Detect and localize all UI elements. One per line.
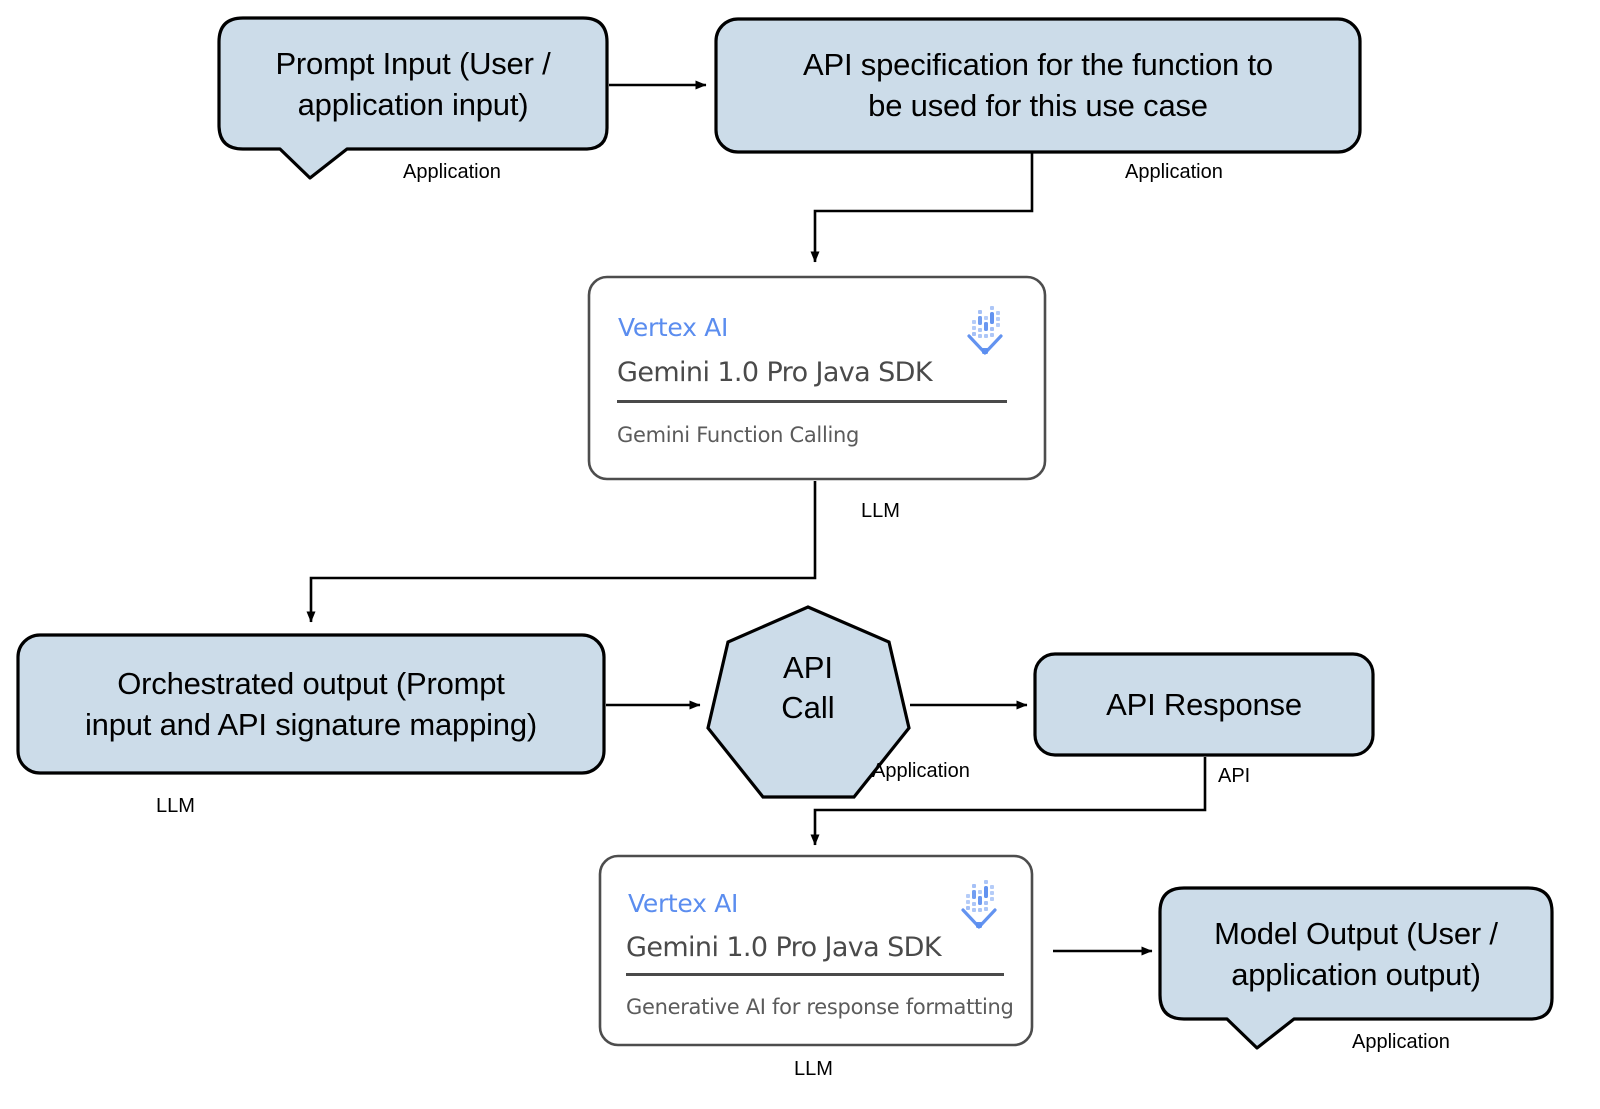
node-api-spec-shape[interactable] — [714, 17, 1362, 154]
edge-apiresponse-to-vertex-bottom — [810, 757, 1207, 846]
node-vertex-card-top-shape[interactable] — [587, 275, 1047, 481]
edge-vertex-top-to-orchestrated — [306, 481, 817, 623]
node-api-response-badge: API — [1218, 765, 1251, 787]
vertex-card-bottom-title: Vertex AI — [628, 889, 739, 918]
node-vertex-card-top-badge: LLM — [861, 500, 900, 522]
vertex-card-bottom-divider — [626, 973, 1004, 976]
node-orchestrated-output-shape[interactable] — [16, 633, 606, 775]
node-prompt-input-badge: Application — [403, 161, 501, 183]
node-prompt-input-shape[interactable] — [217, 16, 609, 180]
node-api-call-shape[interactable] — [706, 605, 911, 799]
vertex-card-top-divider — [617, 400, 1007, 403]
node-api-response-shape[interactable] — [1033, 652, 1375, 757]
node-api-call-badge: Application — [872, 760, 970, 782]
node-model-output-shape[interactable] — [1158, 886, 1554, 1050]
node-model-output-badge: Application — [1352, 1031, 1450, 1053]
node-vertex-card-bottom[interactable]: Vertex AI Gemini 1.0 Pro Java SDK Genera… — [600, 856, 1032, 1045]
edge-apispec-to-vertex-top — [810, 153, 1034, 263]
vertex-card-bottom-subtitle: Gemini 1.0 Pro Java SDK — [626, 932, 942, 963]
node-api-spec-badge: Application — [1125, 161, 1223, 183]
vertex-ai-logo-icon — [967, 306, 1003, 355]
node-vertex-card-bottom-badge: LLM — [794, 1058, 833, 1080]
node-vertex-card-bottom-shape[interactable] — [598, 854, 1034, 1047]
vertex-card-bottom-footer: Generative AI for response formatting — [626, 995, 1014, 1019]
node-orchestrated-output-badge: LLM — [156, 795, 195, 817]
vertex-ai-logo-icon — [961, 880, 997, 929]
node-vertex-card-top[interactable]: Vertex AI Gemini 1.0 Pro Java SDK Gemini… — [589, 277, 1045, 479]
vertex-card-top-subtitle: Gemini 1.0 Pro Java SDK — [617, 357, 933, 388]
vertex-card-top-title: Vertex AI — [618, 313, 729, 342]
vertex-card-top-footer: Gemini Function Calling — [617, 423, 860, 447]
